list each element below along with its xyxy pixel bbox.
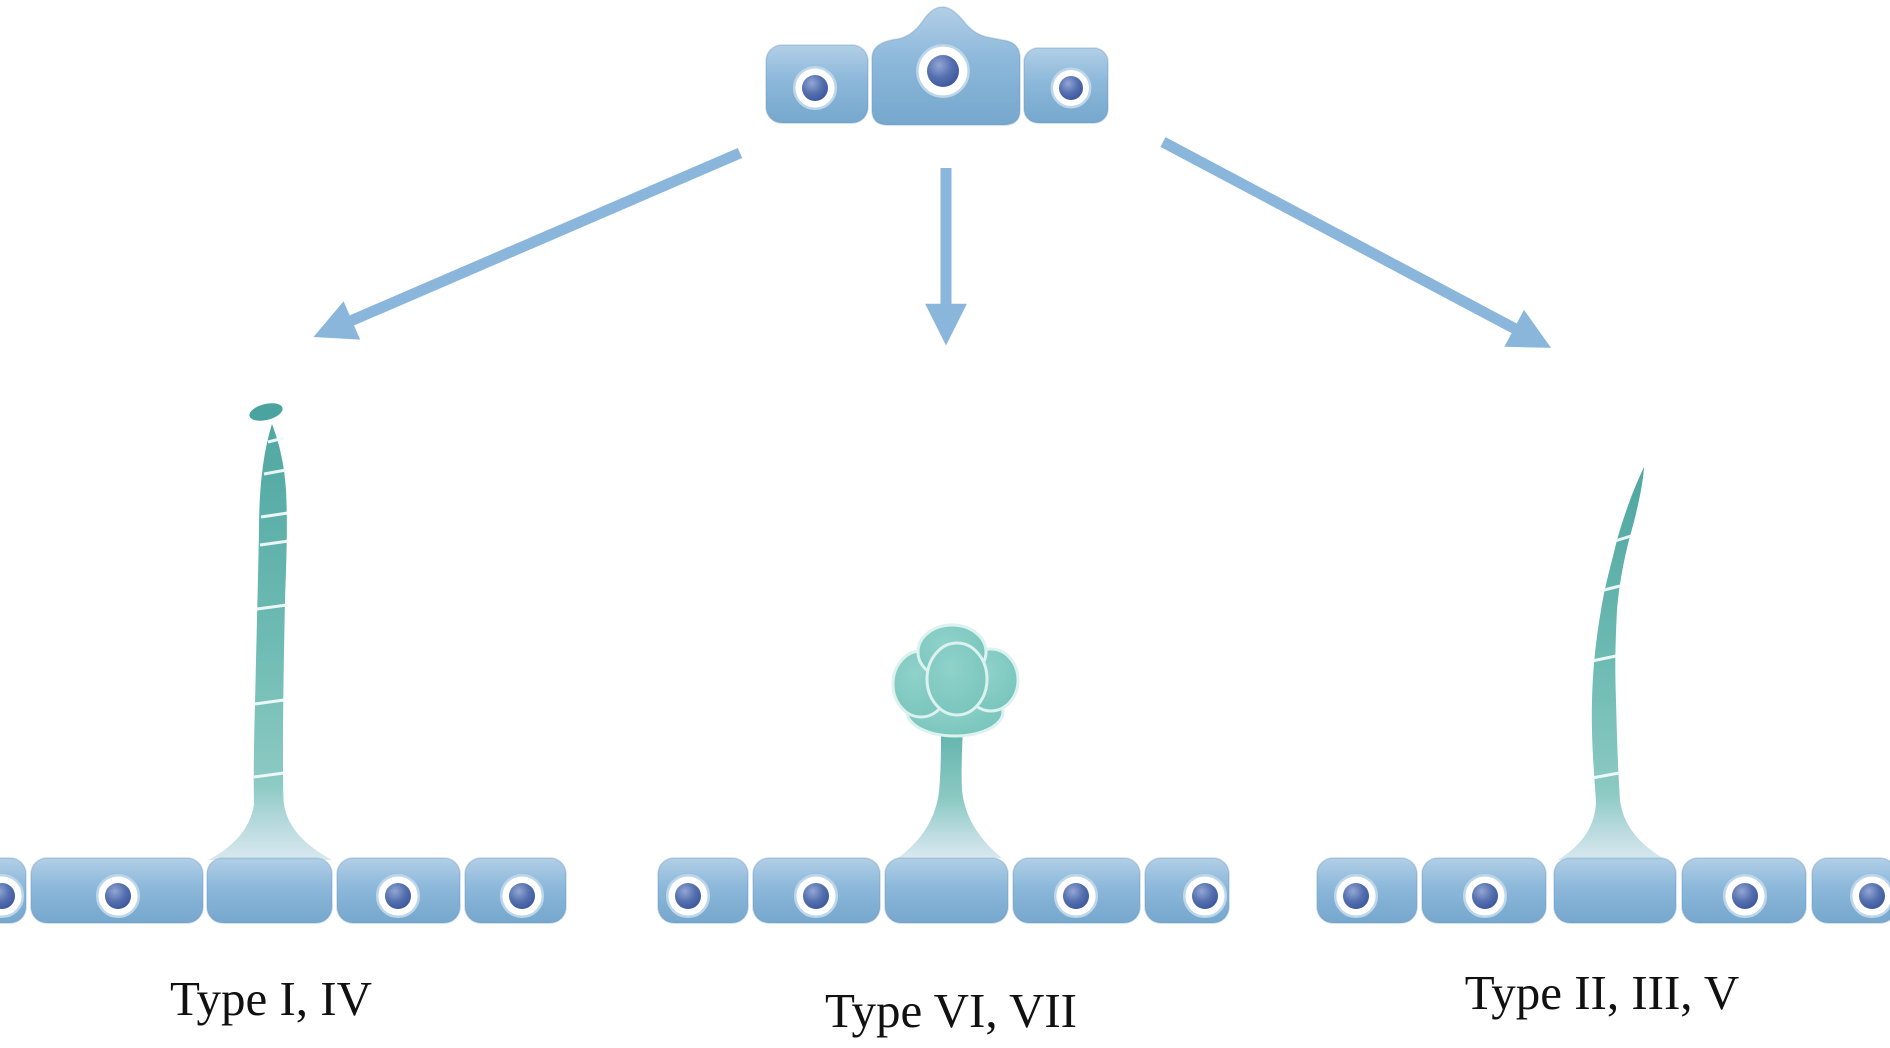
epidermal-cell [1144,857,1230,924]
trichome-base-cell [206,857,333,924]
cell-nucleus [793,873,839,919]
epidermal-cell [336,857,461,924]
label-type-2-3-5: Type II, III, V [1464,965,1740,1020]
cell-nucleus [1053,873,1099,919]
nucleus-core [509,883,535,909]
cell-nucleus [499,873,545,919]
nucleus-core [803,883,829,909]
label-type-1-4: Type I, IV [169,971,373,1026]
trichome-stalk [208,424,332,860]
epidermal-cell [0,857,27,924]
nucleus-core [105,883,131,909]
nucleus-core [1063,883,1089,909]
nucleus-core [1059,76,1083,100]
cell-nucleus [0,873,25,919]
nucleus-core [675,883,701,909]
epidermal-cell [1681,857,1807,924]
nucleus-core [1192,883,1218,909]
epidermal-cell [464,857,567,924]
cell-nucleus [1333,873,1379,919]
nucleus-core [385,883,411,909]
stalk-segment-lines [1591,534,1632,780]
trichome-base-cell [1553,857,1677,924]
trichome-type-6-7 [891,623,1020,858]
epidermal-cell [657,857,749,924]
cell-nucleus [1462,873,1508,919]
cell-nucleus [375,873,421,919]
cell-nucleus [665,873,711,919]
cell-nucleus [1722,873,1768,919]
epidermal-cell [752,857,881,924]
arrow-to-type-1-4 [313,147,743,340]
label-type-6-7: Type VI, VII [825,983,1077,1038]
cell-nucleus [95,873,141,919]
epidermal-cell [1316,857,1418,924]
nucleus-core [1472,883,1498,909]
nucleus-core [1343,883,1369,909]
cell-nucleus [1849,873,1890,919]
arrows [313,137,1552,348]
trichome-stalk [1558,467,1666,860]
nucleus-core [1859,883,1885,909]
nucleus-core [1732,883,1758,909]
epidermis-row-middle [657,857,1230,924]
cell-nucleus [1050,67,1092,109]
nucleus-core [927,55,959,87]
epidermal-cell [30,857,204,924]
trichome-type-1-4 [208,403,332,860]
epidermis-row-right [1316,857,1890,924]
epidermal-cell [1012,857,1141,924]
initial-group-nuclei [792,44,1092,111]
trichome-type-2-3-5 [1558,467,1666,860]
stalk-segment-lines [253,436,290,779]
epidermal-cell [1421,857,1547,924]
trichome-base-cell [884,857,1009,924]
cell-nucleus [792,65,838,111]
epidermis-row-left [0,857,567,924]
epidermal-cell [1811,857,1890,924]
trichome-stalk [898,728,1002,858]
head-cell-center [925,641,989,717]
nucleus-core [802,75,828,101]
nucleus-core [0,883,15,909]
cell-nucleus [1182,873,1228,919]
arrow-to-type-2-3-5 [1160,137,1552,348]
glandular-head [891,623,1020,738]
glandular-tip [249,403,283,421]
cell-nucleus [916,44,970,98]
initial-cell-group [765,6,1109,126]
